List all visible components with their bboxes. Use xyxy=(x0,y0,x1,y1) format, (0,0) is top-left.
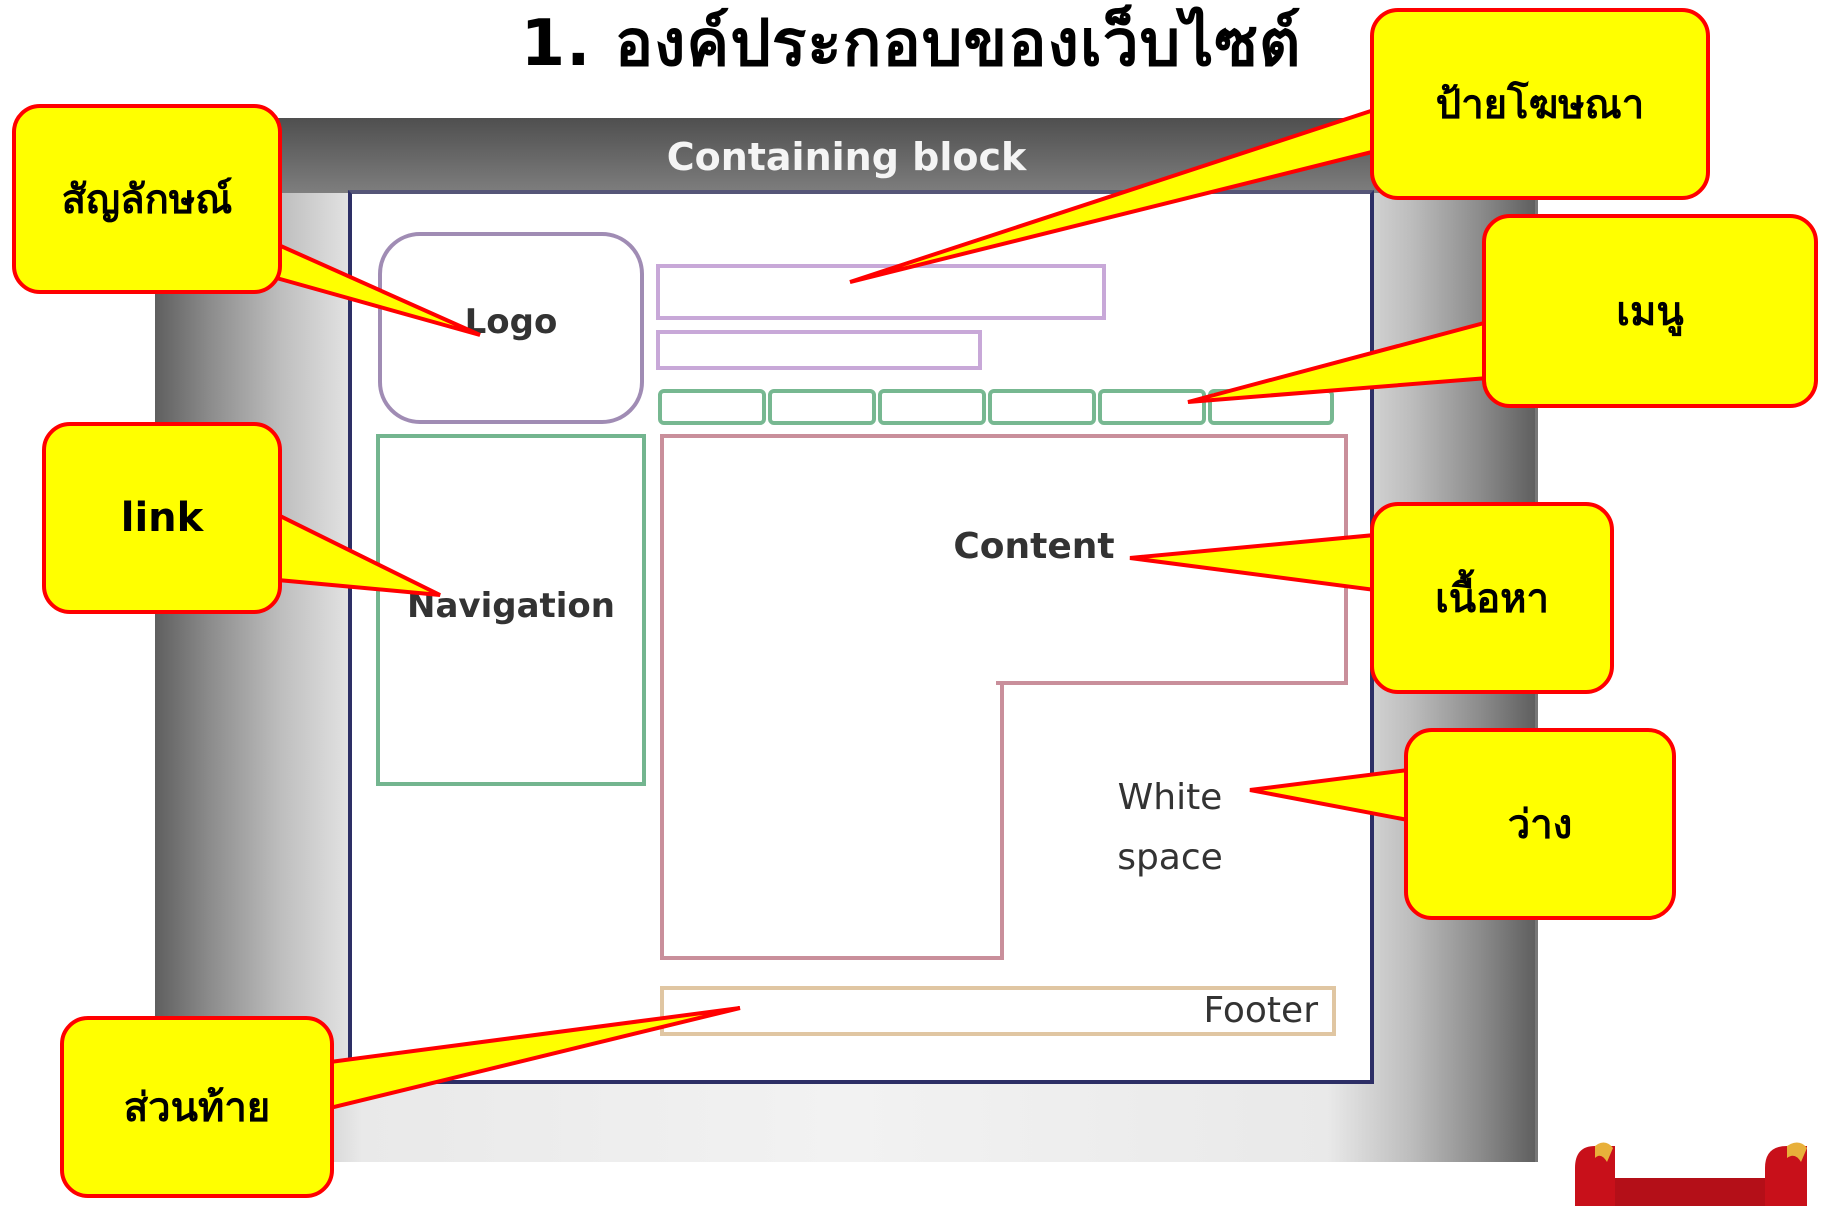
navigation-box: Navigation xyxy=(376,434,646,786)
menu-item-box xyxy=(878,389,986,425)
content-label: Content xyxy=(953,526,1115,567)
logo-label: Logo xyxy=(464,302,558,342)
callout-link: link xyxy=(42,422,282,614)
pointer-menu xyxy=(1187,319,1490,404)
logo-box: Logo xyxy=(378,232,644,424)
callout-link-text: link xyxy=(120,495,204,541)
callout-content-text: เนื้อหา xyxy=(1435,576,1549,622)
pointer-link xyxy=(276,511,441,597)
slide-title: 1. องค์ประกอบของเว็บไซต์ xyxy=(520,7,1302,81)
callout-footer-text: ส่วนท้าย xyxy=(123,1085,271,1131)
content-box-step-edge xyxy=(996,681,1344,685)
callout-logo: สัญลักษณ์ xyxy=(12,104,282,294)
menu-item-box xyxy=(988,389,1096,425)
callout-logo-text: สัญลักษณ์ xyxy=(61,177,233,223)
callout-white-space: ว่าง xyxy=(1404,728,1676,920)
callout-white-space-text: ว่าง xyxy=(1507,802,1573,848)
callout-content: เนื้อหา xyxy=(1370,502,1614,694)
menu-item-box xyxy=(1098,389,1206,425)
callout-banner: ป้ายโฆษณา xyxy=(1370,8,1710,200)
pointer-banner xyxy=(849,105,1382,284)
callout-banner-text: ป้ายโฆษณา xyxy=(1435,82,1645,128)
white-space-label: White space xyxy=(1117,777,1223,878)
scroll-ornament-icon xyxy=(1575,1142,1807,1206)
pointer-footer xyxy=(328,1006,741,1111)
callout-menu: เมนู xyxy=(1482,214,1818,408)
pointer-content xyxy=(1129,532,1377,593)
footer-label: Footer xyxy=(1203,990,1318,1031)
containing-block-title: Containing block xyxy=(666,135,1027,179)
callout-footer: ส่วนท้าย xyxy=(60,1016,334,1198)
footer-box: Footer xyxy=(660,986,1336,1036)
pointer-white-space xyxy=(1249,767,1410,823)
menu-item-box xyxy=(658,389,766,425)
callout-menu-text: เมนู xyxy=(1616,289,1684,335)
menu-item-box xyxy=(768,389,876,425)
content-box-lower xyxy=(660,681,1004,960)
navigation-label: Navigation xyxy=(407,586,615,626)
banner-box-small xyxy=(656,330,982,370)
